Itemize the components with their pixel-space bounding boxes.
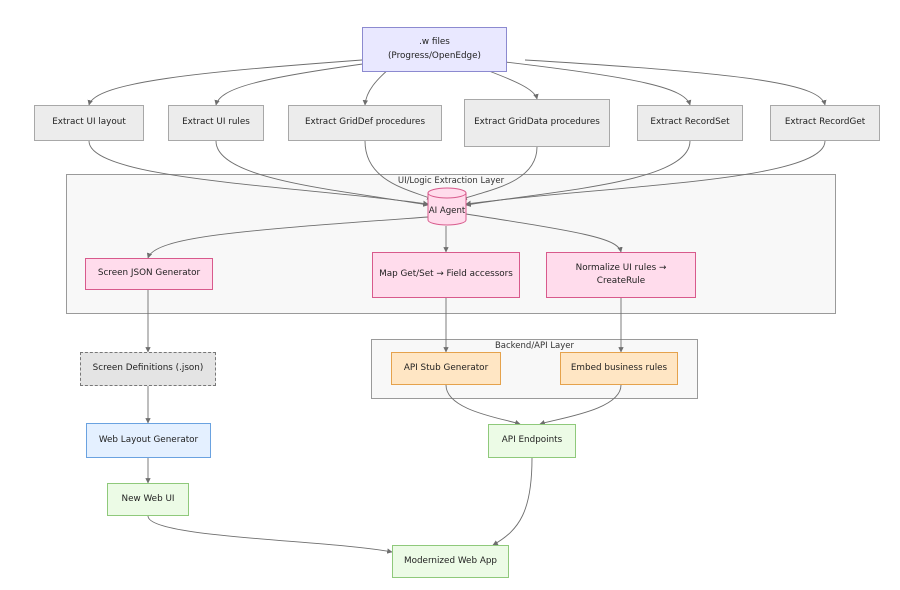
ai-agent-label: AI Agent [428,205,466,216]
api-stub-generator-node: API Stub Generator [391,352,501,385]
edge-ui-layout-to-agent [88,140,429,206]
edge-source-to-ui-layout [87,59,363,106]
edge-griddef-to-agent [364,140,433,200]
web-layout-generator-node: Web Layout Generator [86,423,211,458]
api-endpoints-node: API Endpoints [488,424,576,458]
modernized-web-app-node: Modernized Web App [392,545,509,578]
new-web-ui-node: New Web UI [107,483,189,516]
backend-layer-title: Backend/API Layer [494,341,575,351]
screen-definitions-node: Screen Definitions (.json) [80,352,216,386]
extract-recordget-node: Extract RecordGet [770,105,880,141]
edge-recordset-to-agent [465,140,691,207]
edge-web-ui-to-app [147,515,393,554]
edge-stub-to-endpoints [445,384,521,426]
extract-griddef-node: Extract GridDef procedures [288,105,442,141]
edge-griddata-to-agent [461,146,538,201]
edge-source-to-recordset [504,61,692,106]
edge-source-to-recordget [524,59,827,106]
source-node-line2: (Progress/OpenEdge) [387,50,481,61]
source-w-files-node: .w files (Progress/OpenEdge) [362,27,507,72]
edge-endpoints-to-app [492,457,533,546]
extract-ui-layout-node: Extract UI layout [34,105,144,141]
normalize-ui-rules-node: Normalize UI rules → CreateRule [546,252,696,298]
screen-json-generator-node: Screen JSON Generator [85,258,213,290]
edge-agent-to-screen-json [146,216,429,259]
edge-source-to-ui-rules [214,62,371,106]
source-node-line1: .w files [419,37,450,48]
extract-recordset-node: Extract RecordSet [637,105,743,141]
map-getset-node: Map Get/Set → Field accessors [372,252,520,298]
edge-ui-rules-to-agent [215,140,429,207]
extraction-layer-title: UI/Logic Extraction Layer [397,176,505,186]
edge-agent-to-normalize [465,213,623,253]
edge-embed-to-endpoints [539,384,622,426]
extract-ui-rules-node: Extract UI rules [168,105,264,141]
edge-recordget-to-agent [465,140,826,207]
extract-griddata-node: Extract GridData procedures [464,99,610,147]
embed-business-rules-node: Embed business rules [560,352,678,385]
